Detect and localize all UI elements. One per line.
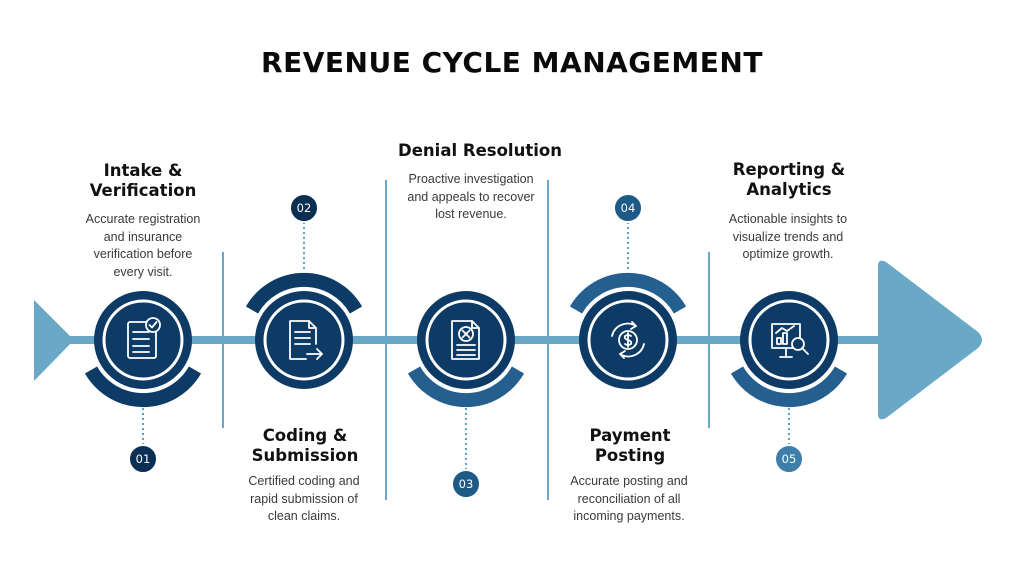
step-1-title-line1: Intake & — [103, 161, 183, 180]
step-5-arc — [730, 366, 848, 408]
step-3-arc — [407, 366, 525, 408]
step-3-description: Proactive investigation and appeals to r… — [407, 172, 535, 221]
step-1-title-line2: Verification — [89, 181, 197, 200]
step-5-number: 05 — [782, 452, 797, 466]
step-3-badge: 03 — [451, 469, 481, 499]
step-2-badge: 02 — [289, 193, 319, 223]
step-4-title-line1: Payment — [589, 426, 671, 445]
step-3-number: 03 — [459, 477, 474, 491]
step-4-title-line2: Posting — [594, 446, 666, 465]
page-title: REVENUE CYCLE MANAGEMENT — [261, 46, 763, 79]
step-2-number: 02 — [297, 201, 312, 215]
step-1-title: Intake & Verification — [53, 161, 233, 201]
chart-magnifier-icon — [771, 323, 809, 358]
step-4-arc — [569, 272, 687, 314]
step-4-description: Accurate posting and reconciliation of a… — [570, 474, 688, 523]
step-2-inner-circle — [263, 299, 345, 381]
clipboard-check-icon — [127, 317, 161, 359]
step-4-title: Payment Posting — [540, 426, 720, 466]
step-5-inner-circle — [748, 299, 830, 381]
step-5-description: Actionable insights to visualize trends … — [728, 212, 848, 261]
step-3-title-line1: Denial Resolution — [398, 141, 562, 160]
step-4-badge: 04 — [613, 193, 643, 223]
step-3-title: Denial Resolution — [380, 141, 580, 161]
step-2-title: Coding & Submission — [215, 426, 395, 466]
document-send-icon — [289, 320, 323, 360]
timeline-arrowhead — [878, 260, 982, 420]
step-1-description: Accurate registration and insurance veri… — [85, 212, 201, 279]
dollar-cycle-icon — [611, 321, 645, 359]
step-5-title-line2: Analytics — [746, 180, 832, 199]
step-5-title-line1: Reporting & — [732, 160, 846, 179]
step-2-description: Certified coding and rapid submission of… — [248, 474, 360, 523]
step-5-badge: 05 — [774, 444, 804, 474]
step-3-inner-circle — [425, 299, 507, 381]
step-1-inner-circle — [102, 299, 184, 381]
step-5-title: Reporting & Analytics — [699, 160, 879, 200]
timeline-start-chevron — [34, 300, 74, 381]
step-4-number: 04 — [621, 201, 636, 215]
step-1-number: 01 — [136, 452, 151, 466]
denied-document-icon — [451, 320, 480, 360]
step-2-arc — [245, 272, 363, 314]
step-1-badge: 01 — [128, 444, 158, 474]
step-1-arc — [84, 366, 202, 408]
step-2-title-line2: Submission — [251, 446, 359, 465]
step-2-title-line1: Coding & — [262, 426, 348, 445]
